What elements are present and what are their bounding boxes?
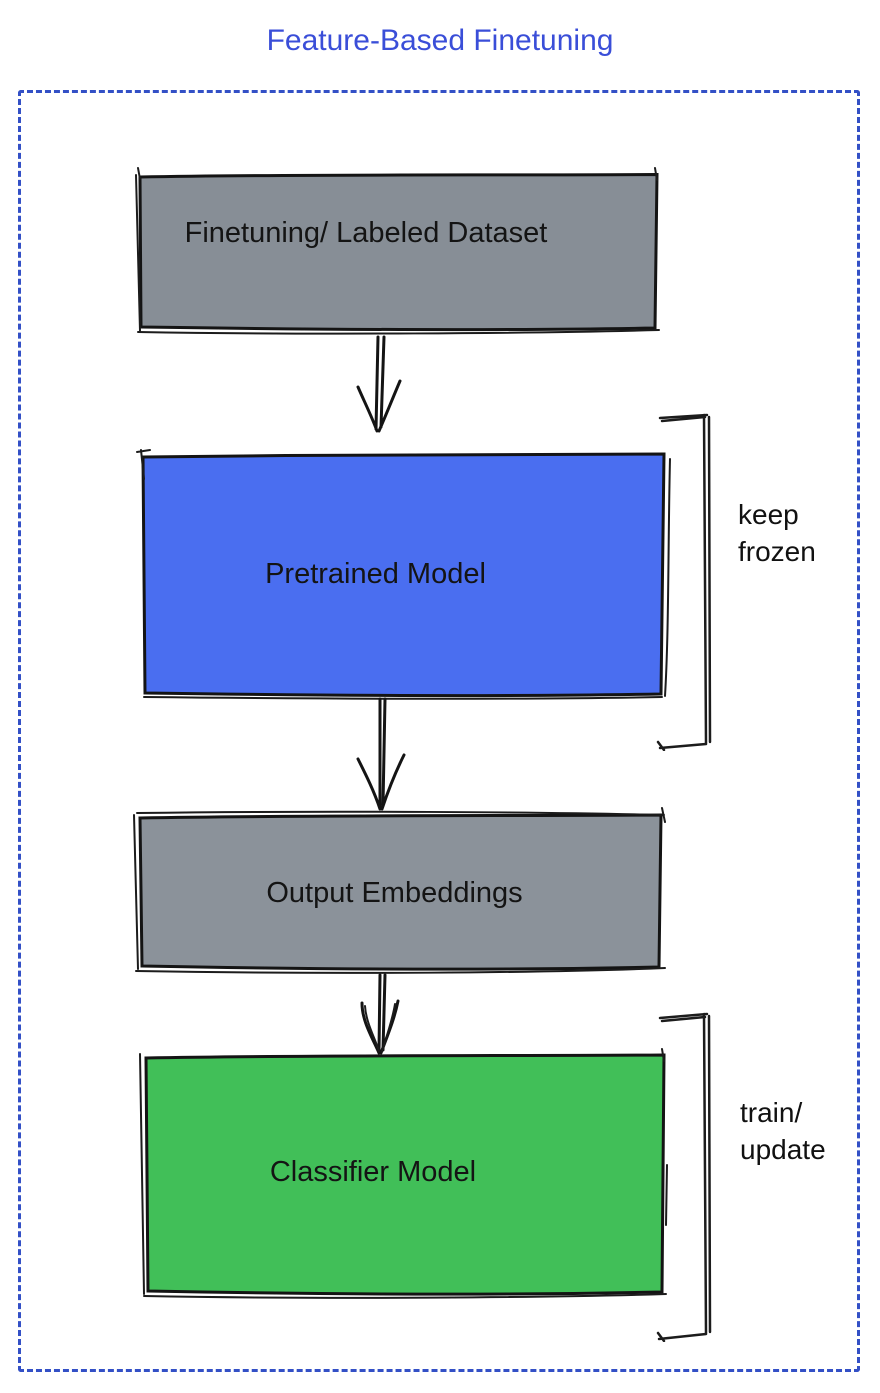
node-output-embeddings: Output Embeddings <box>128 805 673 980</box>
dotted-border-frame <box>18 90 860 1372</box>
sketch-box <box>135 167 660 335</box>
sketch-box <box>136 449 671 700</box>
annotation-train-update: train/ update <box>740 1097 826 1165</box>
sketch-box <box>139 1048 668 1299</box>
keep-frozen-bracket-icon <box>656 413 712 751</box>
annotation-keep-frozen: keep frozen <box>738 499 816 567</box>
flow-arrow-pretrained-to-embeddings <box>356 697 406 811</box>
flow-arrow-dataset-to-pretrained <box>356 335 402 433</box>
train-update-bracket-icon <box>656 1012 712 1342</box>
node-pretrained-model: Pretrained Model <box>130 445 675 703</box>
flow-arrow-embeddings-to-classifier <box>360 973 400 1055</box>
node-classifier-model: Classifier Model <box>133 1045 673 1300</box>
sketch-box <box>133 807 666 974</box>
node-finetuning-dataset: Finetuning/ Labeled Dataset <box>128 165 668 340</box>
diagram-title: Feature-Based Finetuning <box>266 24 614 57</box>
